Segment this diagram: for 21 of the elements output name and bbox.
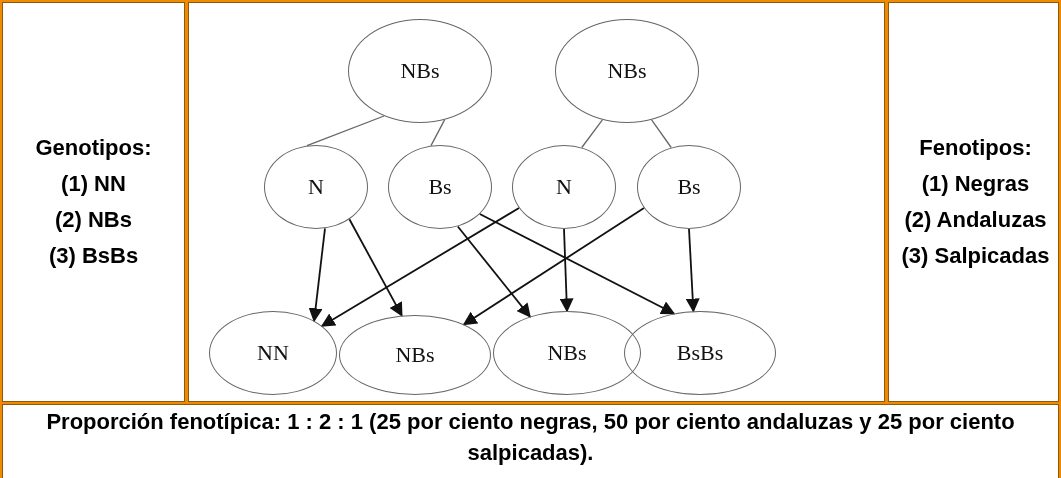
ratio-text: Proporción fenotípica: 1 : 2 : 1 (25 por ciento negras, 50 por ciento andaluzas y 25 por ciento salpicadas).: [45, 408, 1016, 467]
list-item: (1) Negras: [921, 170, 1030, 198]
connector-line: [650, 119, 672, 149]
list-item: (1) NN: [61, 170, 126, 198]
list-item: (2) NBs: [55, 206, 132, 234]
arrow: [308, 227, 326, 323]
list-item: (3) BsBs: [48, 242, 139, 270]
column-heading: Fenotipos:: [919, 134, 1032, 162]
arrow: [462, 207, 645, 326]
list-item: (2) Andaluzas: [904, 206, 1047, 234]
connector-line: [581, 119, 604, 149]
arrow: [320, 207, 520, 327]
arrow: [685, 228, 700, 313]
list-item: (3) Salpicadas: [901, 242, 1050, 270]
column-heading: Genotipos:: [35, 134, 152, 162]
connector-line: [306, 115, 385, 147]
arrow: [559, 228, 574, 313]
arrow: [478, 213, 676, 315]
connector-line: [430, 119, 446, 147]
arrow: [456, 225, 531, 318]
arrow: [348, 218, 403, 317]
